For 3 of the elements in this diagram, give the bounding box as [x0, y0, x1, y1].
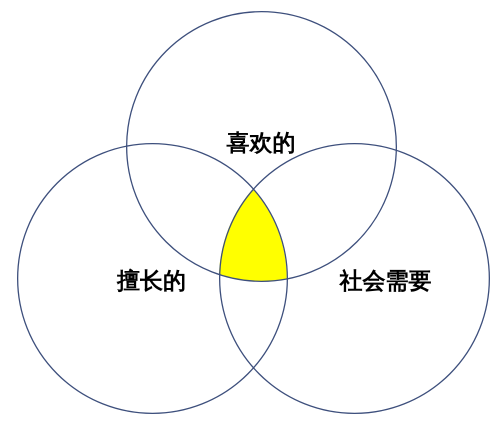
- circle-label: 喜欢的: [226, 132, 296, 154]
- circle-label: 社会需要: [340, 270, 432, 292]
- circle-label: 擅长的: [117, 270, 186, 292]
